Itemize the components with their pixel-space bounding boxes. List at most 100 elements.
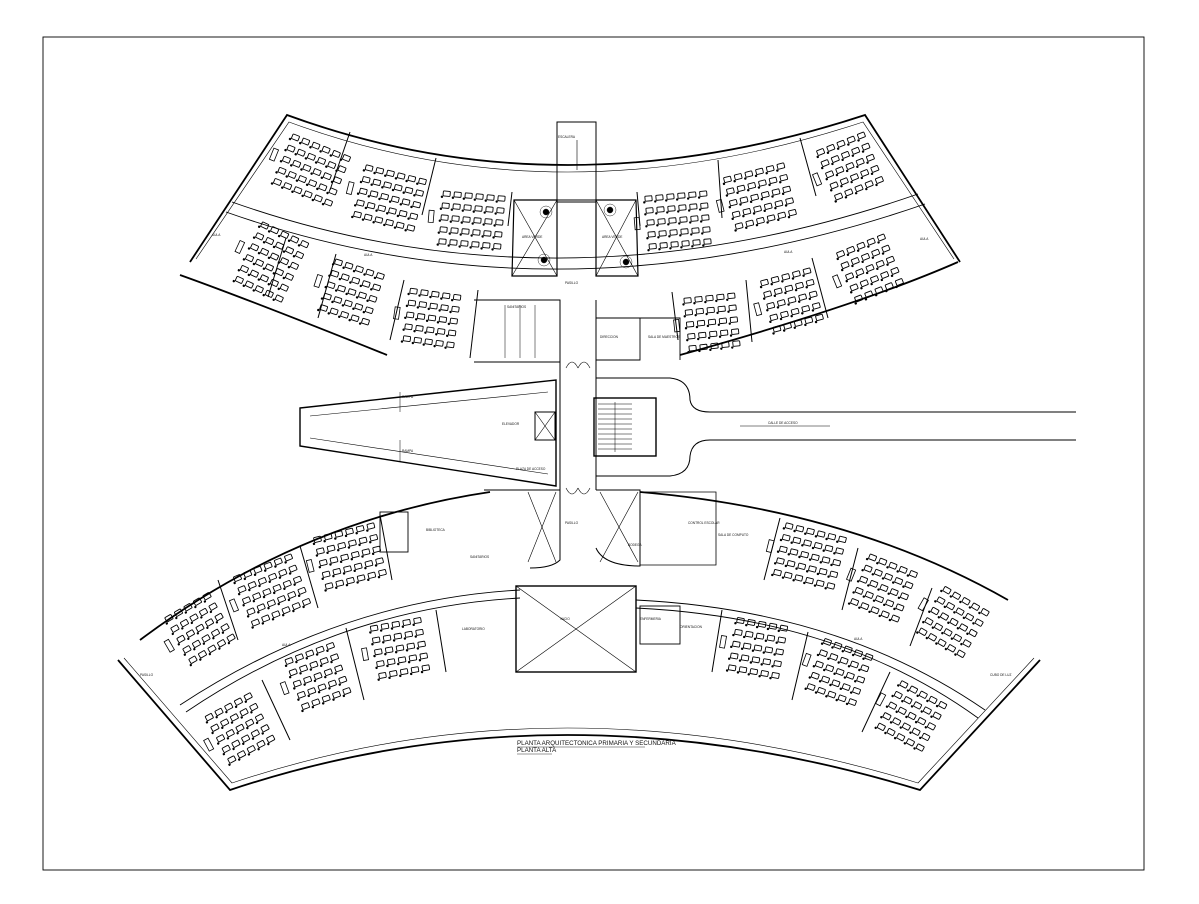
desk [830,155,840,163]
desk [366,202,376,210]
desk [773,287,783,295]
chair [483,211,486,214]
chair [338,683,341,686]
desk [813,542,823,550]
chair [773,653,776,656]
chair [779,317,783,321]
desk [938,701,948,710]
chair [320,176,324,179]
label-aula-south-right: AULA [854,637,863,641]
chair [782,527,786,530]
desk [277,595,286,603]
chair [353,569,356,572]
desk [804,316,814,324]
desk [831,679,841,688]
chair [367,578,370,581]
desk [473,217,482,224]
chair [725,194,729,197]
desk [472,229,481,236]
desk [667,205,676,212]
desk [307,152,316,161]
chair [397,662,400,666]
chair [812,665,816,668]
desk [833,641,843,650]
desk [768,176,778,184]
desk [429,302,438,310]
desk [868,553,877,562]
desk [952,591,961,600]
chair [305,657,308,660]
desk [942,586,952,595]
desk [901,722,911,731]
chair [940,589,943,593]
chair [705,312,708,316]
desk [880,610,890,619]
chair [758,675,761,678]
desk [364,164,374,172]
teacher-desk [361,647,370,661]
desk [776,162,786,170]
desk [239,708,249,717]
desk [268,572,277,581]
chair [295,660,298,664]
chair [281,186,284,189]
teacher-desk [163,638,175,653]
desk [270,252,279,261]
desk [821,675,830,684]
chair [704,300,707,304]
label-pasillo-south: PASILLO [140,673,154,677]
chair [726,298,729,301]
teacher-desk [345,181,355,195]
chair [287,598,291,602]
desk [303,190,313,199]
chair [804,687,807,690]
chair [272,245,276,249]
desk [288,668,298,677]
desk [961,597,971,606]
desk [348,539,357,547]
chair [324,589,327,592]
chair [284,664,288,667]
desk [753,644,763,652]
desk [354,303,364,311]
chair [733,179,736,183]
chair [851,264,854,268]
chair [325,165,328,168]
desk [956,649,966,658]
desk [832,559,841,567]
desk [380,193,389,201]
chair [315,653,319,656]
chair [370,288,373,291]
desk [385,219,394,227]
desk [729,199,738,207]
chair [449,310,452,314]
chair [656,224,659,227]
chair [897,684,900,687]
desk-group [719,617,789,680]
chair [862,595,866,598]
desk [733,173,743,181]
desk [293,186,303,195]
desk [452,293,462,301]
desk [438,238,447,245]
chair [309,668,313,671]
label-aula-end-left: AULA [212,233,221,237]
desk [699,190,708,197]
desk [342,687,352,695]
chair [362,169,366,172]
desk [908,570,918,578]
chair [212,636,215,640]
chair [305,183,309,186]
chair [716,311,719,315]
chair [295,179,299,182]
chair [264,569,267,572]
chair [279,160,283,163]
desk [838,535,847,543]
desk [388,207,397,215]
chair [407,660,411,664]
desk-group [831,233,904,305]
chair [323,539,326,543]
chair [978,611,981,615]
desk [189,613,199,622]
